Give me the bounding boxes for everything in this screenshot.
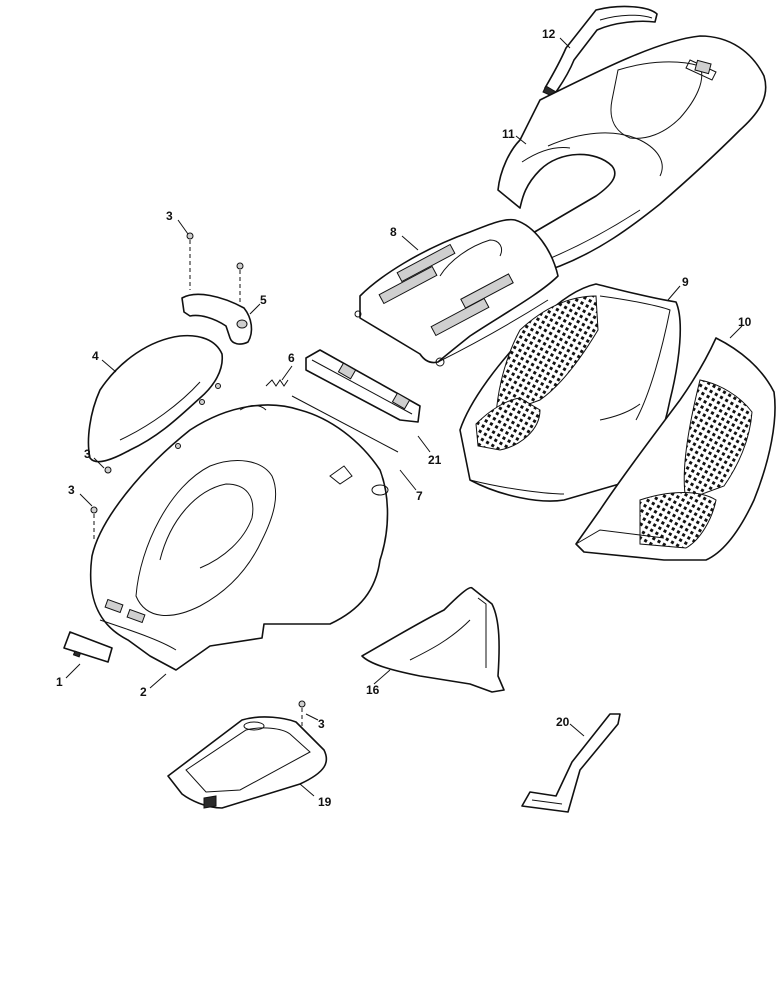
callout-9: 9 — [682, 275, 689, 289]
callout-12: 12 — [542, 27, 556, 41]
part-19-battery-compartment — [167, 716, 328, 809]
callout-2: 2 — [140, 685, 147, 699]
callout-3: 3 — [166, 209, 173, 223]
callout-4: 4 — [92, 349, 99, 363]
callout-11: 11 — [502, 127, 515, 141]
part-11-top-cover — [497, 35, 767, 273]
callout-6: 6 — [288, 351, 295, 365]
callout-7: 7 — [416, 489, 423, 503]
callout-3: 3 — [84, 447, 91, 461]
part-1-front-cap — [63, 631, 113, 663]
callout-21: 21 — [428, 453, 442, 467]
part-7-hinge-rod — [291, 395, 399, 453]
part-21-hinge-bracket — [305, 349, 421, 423]
callout-3: 3 — [68, 483, 75, 497]
callout-labels: 12 11 8 9 10 3 5 4 6 21 7 3 3 1 2 16 3 1… — [56, 27, 752, 809]
callout-20: 20 — [556, 715, 570, 729]
part-2-mower-housing — [89, 404, 389, 671]
part-8-label-cover — [354, 218, 559, 367]
part-4-rear-flap — [87, 334, 224, 463]
part-6-spring — [265, 379, 289, 387]
callout-10: 10 — [738, 315, 752, 329]
part-20-deflector-flap — [521, 713, 621, 813]
callout-16: 16 — [366, 683, 380, 697]
leader-lines — [65, 37, 743, 797]
callout-3: 3 — [318, 717, 325, 731]
callout-5: 5 — [260, 293, 267, 307]
part-10-grass-box-side — [575, 337, 776, 561]
part-16-mulch-plug — [361, 586, 505, 693]
part-5-carry-handle — [181, 293, 253, 345]
callout-1: 1 — [56, 675, 63, 689]
callout-19: 19 — [318, 795, 332, 809]
callout-8: 8 — [390, 225, 397, 239]
screw-icon — [90, 232, 306, 732]
part-9-grass-box — [459, 283, 682, 502]
